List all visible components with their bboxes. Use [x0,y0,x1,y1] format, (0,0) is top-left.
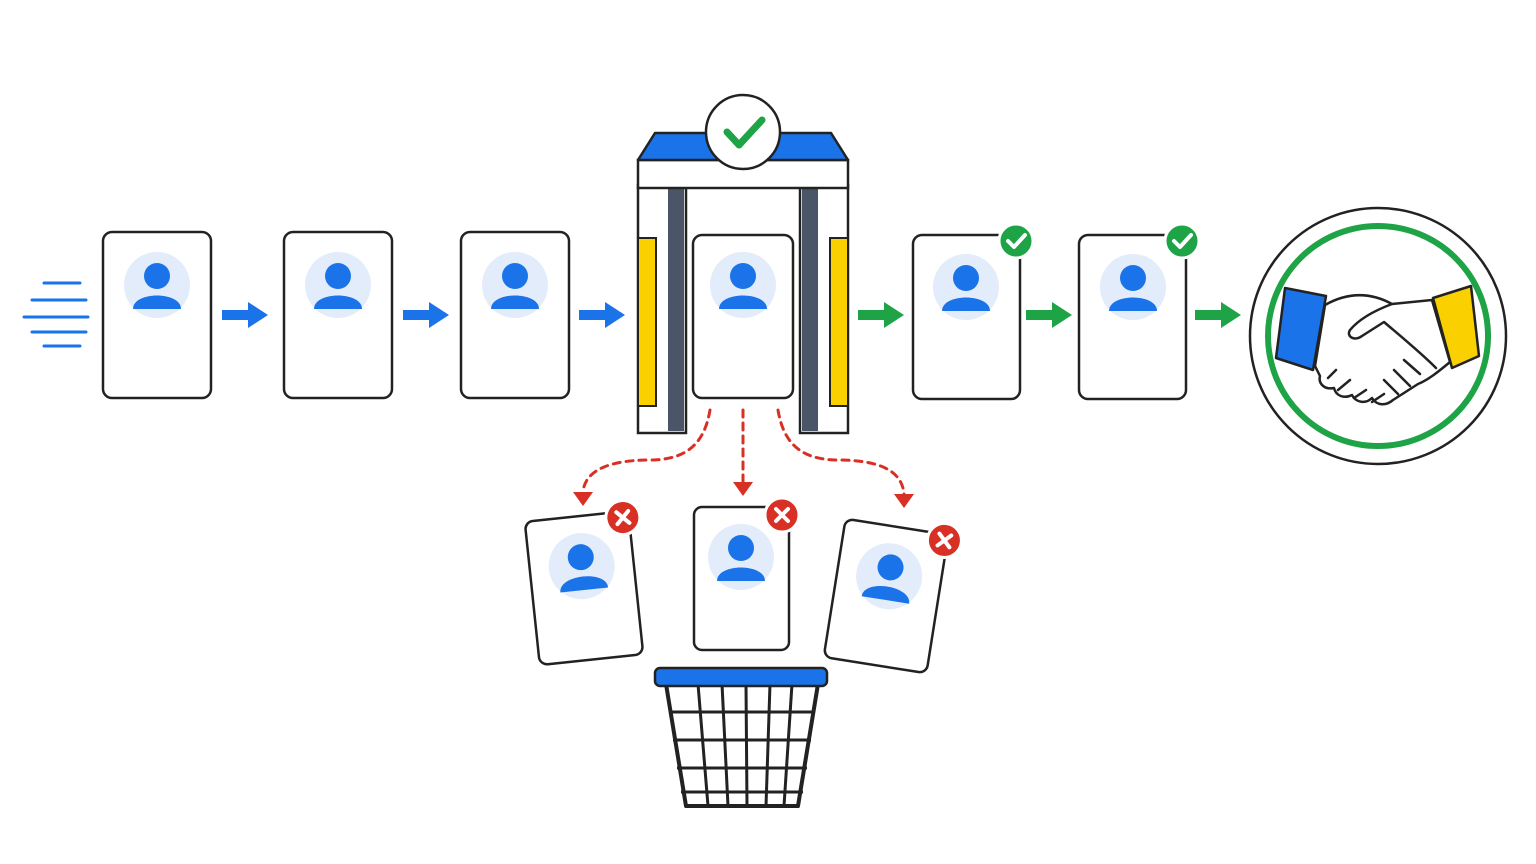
candidate-card-rejected-1 [524,496,644,666]
person-avatar-icon [124,252,190,318]
candidate-card-rejected-3 [823,518,966,674]
candidate-card-rejected-2 [692,496,801,652]
gate-approval-badge [704,93,782,171]
arrow-right-icon [403,302,449,328]
screening-gate-icon [636,93,850,435]
candidate-card-approved-2 [1077,222,1201,401]
arrow-right-icon [1026,302,1072,328]
person-avatar-icon [1100,254,1166,320]
arrow-right-icon [858,302,904,328]
arrow-down-icon [894,494,914,508]
speed-lines-icon [22,281,90,348]
checkmark-icon [723,116,766,149]
person-avatar-icon [482,252,548,318]
arrow-right-icon [1195,302,1241,328]
handshake-icon [1248,206,1508,466]
candidate-card-approved-1 [911,222,1035,401]
person-avatar-icon [708,524,774,590]
arrow-right-icon [222,302,268,328]
arrow-down-icon [573,492,593,506]
x-badge-icon [763,496,801,534]
person-avatar-icon [933,254,999,320]
candidate-card-incoming-2 [282,230,394,400]
person-avatar-icon [710,252,776,318]
wastebasket-icon [653,666,829,808]
candidate-card-incoming-1 [101,230,213,400]
checkmark-badge-icon [997,222,1035,260]
arrow-right-icon [579,302,625,328]
person-avatar-icon [305,252,371,318]
arrow-down-icon [733,482,753,496]
checkmark-badge-icon [1163,222,1201,260]
candidate-card-incoming-3 [459,230,571,400]
x-badge-icon [602,496,644,539]
rejection-paths [581,408,906,496]
candidate-card-screening [691,233,795,400]
